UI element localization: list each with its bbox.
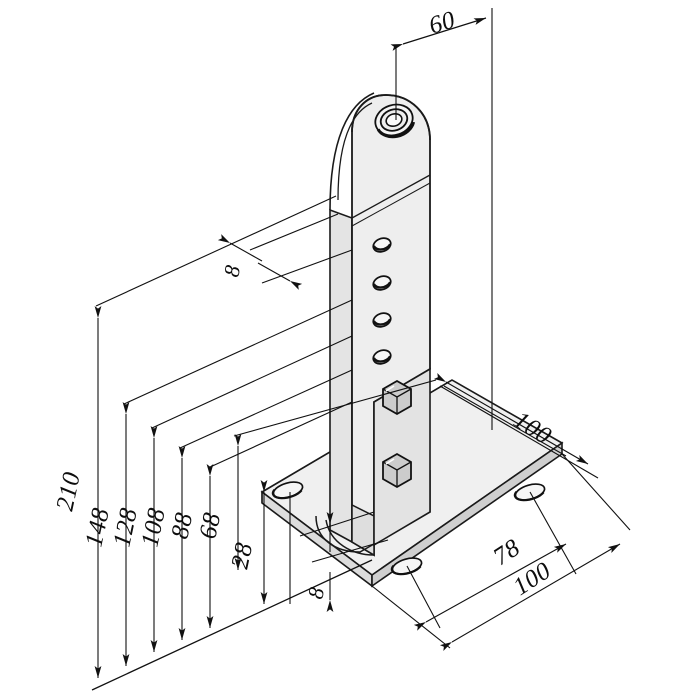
ext-108	[179, 369, 353, 449]
ext-128	[151, 335, 353, 429]
plate-foot-fillet-2	[325, 519, 375, 556]
ext-88	[207, 401, 353, 469]
ext-8d	[311, 539, 389, 563]
datum-baseline	[91, 559, 373, 691]
dim-label-68: 68	[194, 510, 226, 541]
vertical-plate	[315, 92, 431, 557]
ext-8c	[299, 511, 375, 537]
dim-label-28: 28	[226, 540, 258, 571]
dim-line-100-width	[439, 543, 621, 651]
dim-arrow-8a	[217, 234, 263, 262]
dim-line-60	[390, 17, 487, 51]
vertical-plate-top-round	[351, 94, 431, 141]
dim-label-78: 78	[489, 534, 526, 571]
ext-line-8b	[261, 249, 353, 284]
plate-seam-line	[351, 174, 431, 219]
hex-bolt-lower	[382, 452, 412, 489]
ext-78b	[406, 565, 441, 629]
dim-arrow-8b	[257, 262, 303, 290]
plate-hole-2	[372, 275, 392, 291]
ext-100b-b	[561, 453, 631, 531]
dim-label-100-width: 100	[509, 557, 556, 601]
top-pivot-hole	[374, 103, 416, 139]
dim-label-8-upper: 8	[218, 263, 245, 279]
plate-foot-fillet	[315, 470, 431, 553]
ext-68	[233, 379, 437, 437]
plate-head-inner-fold	[337, 102, 373, 201]
plate-hole-1	[372, 237, 392, 253]
hex-bolt-upper	[382, 379, 412, 416]
plate-hole-3	[372, 312, 392, 328]
vertical-plate-edge-face	[329, 208, 353, 544]
plate-hole-4	[372, 349, 392, 365]
dimension-annotations	[91, 8, 631, 691]
part-geometry	[260, 92, 564, 588]
dim-label-8-lower: 8	[302, 585, 329, 601]
ext-line-8a	[249, 213, 339, 251]
dim-line-100-depth	[433, 373, 589, 465]
ext-100b-a	[371, 585, 451, 649]
ext-210	[95, 195, 337, 307]
ext-148	[123, 299, 353, 405]
dim-label-210: 210	[51, 469, 86, 513]
dim-label-88: 88	[166, 510, 198, 541]
plate-head-outer-edge	[329, 92, 375, 211]
plate-seam-line-2	[351, 182, 431, 227]
